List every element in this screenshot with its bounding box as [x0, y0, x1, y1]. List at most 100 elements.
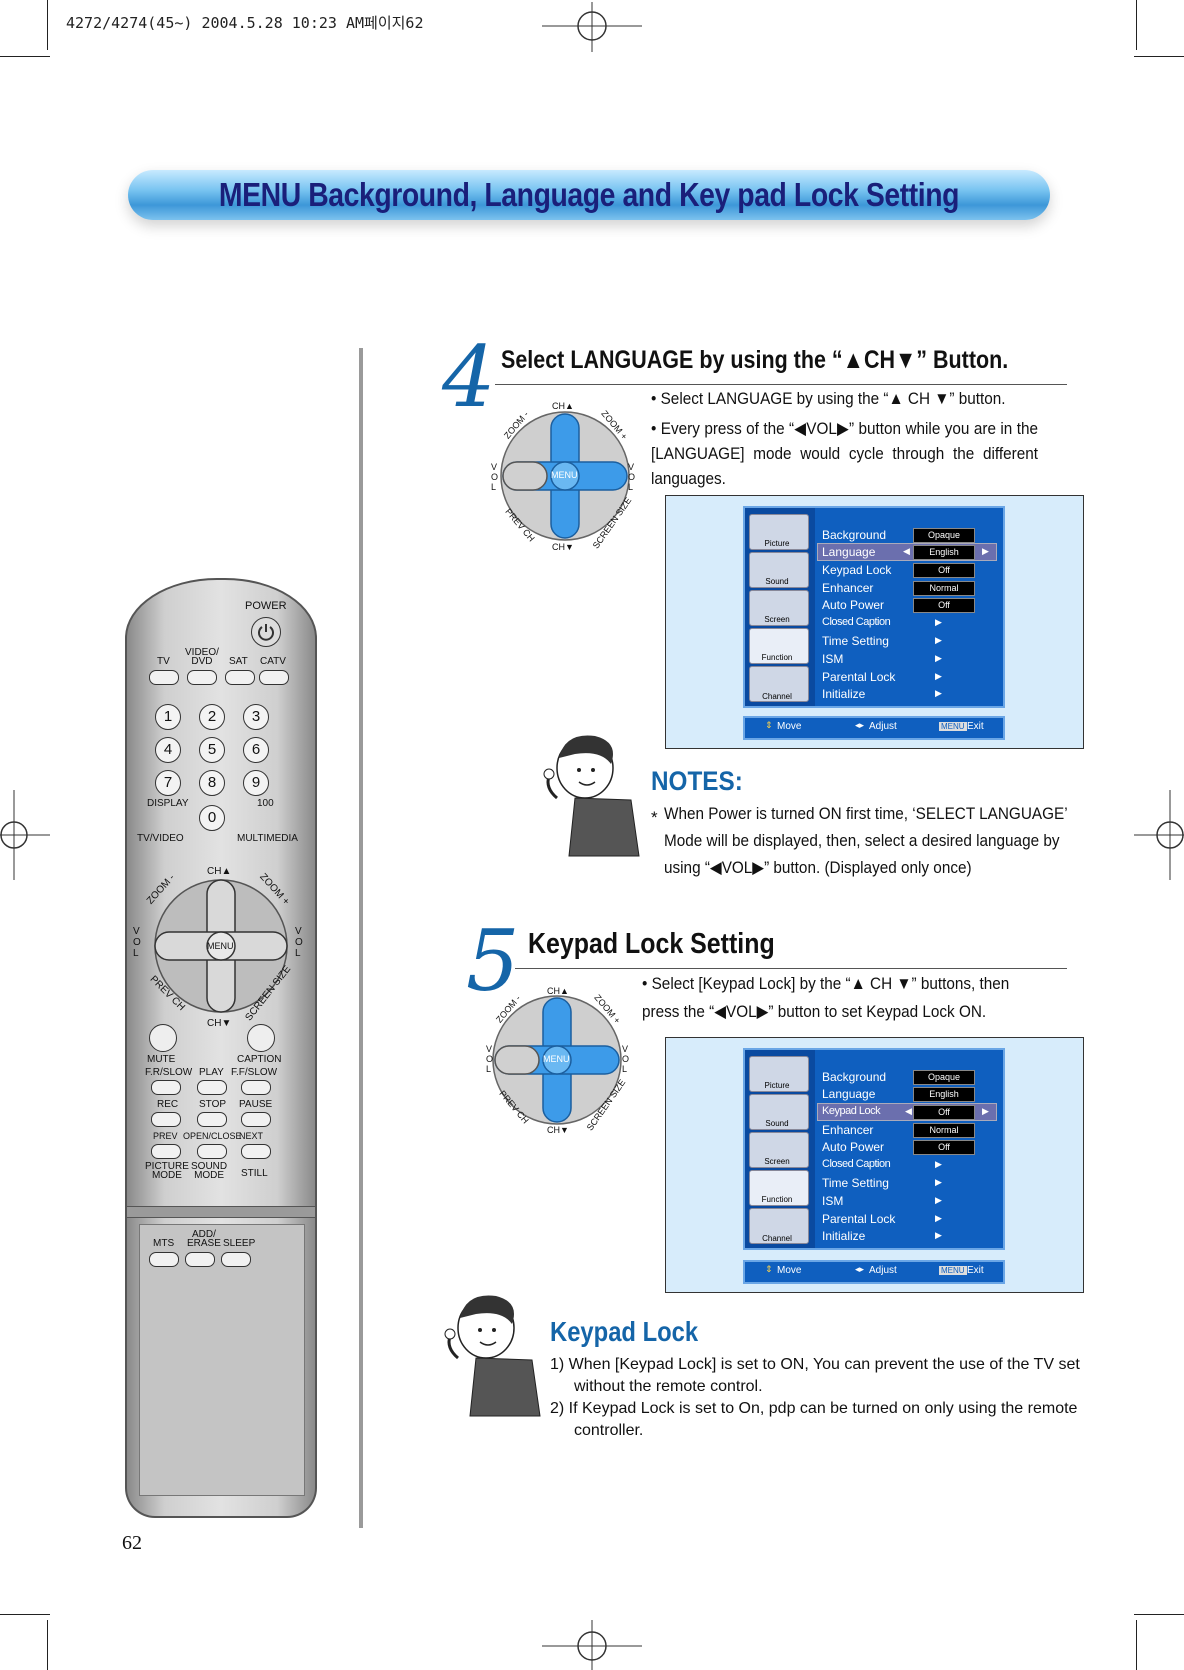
step-5-menu-footer: ⇕ Move ◂▸ Adjust MENU Exit — [743, 1260, 1005, 1284]
menu-item-time-setting[interactable]: Time Setting — [822, 634, 889, 648]
registration-mark — [542, 1620, 642, 1670]
menu-item-closed-caption[interactable]: Closed Caption — [822, 1158, 891, 1170]
arrow-right-icon: ▶ — [982, 1106, 989, 1116]
play-button[interactable] — [197, 1080, 227, 1095]
source-label-video-dvd: VIDEO/ DVD — [185, 647, 219, 667]
menu-item-keypad-lock[interactable]: Keypad Lock — [822, 1105, 881, 1117]
menu-item-keypad-lock[interactable]: Keypad Lock — [822, 563, 892, 577]
step-4-dpad-menu: MENU — [551, 470, 578, 480]
digit-1-button[interactable]: 1 — [155, 704, 181, 730]
function-icon[interactable] — [749, 1170, 809, 1206]
sound-icon[interactable] — [749, 1094, 809, 1130]
digit-7-button[interactable]: 7 — [155, 770, 181, 796]
mts-button[interactable] — [149, 1252, 179, 1267]
value-language: English — [913, 545, 975, 560]
digit-4-button[interactable]: 4 — [155, 737, 181, 763]
step-5-dpad — [492, 995, 622, 1125]
digit-2-button[interactable]: 2 — [199, 704, 225, 730]
digit-6-button[interactable]: 6 — [243, 737, 269, 763]
sat-button[interactable] — [225, 670, 255, 685]
menu-item-initialize[interactable]: Initialize — [822, 1229, 866, 1243]
menu-item-initialize[interactable]: Initialize — [822, 687, 866, 701]
menu-item-language[interactable]: Language — [822, 1087, 876, 1101]
menu-item-enhancer[interactable]: Enhancer — [822, 581, 874, 595]
remote-dpad[interactable] — [141, 866, 301, 1026]
menu-item-ism[interactable]: ISM — [822, 1194, 844, 1208]
menu-item-ism[interactable]: ISM — [822, 652, 844, 666]
step-4-bullet-1: • Select LANGUAGE by using the “▲ CH ▼” … — [651, 389, 1006, 408]
fr-slow-button[interactable] — [151, 1080, 181, 1095]
digit-0-button[interactable]: 0 — [199, 805, 225, 831]
open-close-button[interactable] — [197, 1144, 227, 1159]
menu-item-time-setting[interactable]: Time Setting — [822, 1176, 889, 1190]
step-4-menu-panel: Picture Sound Screen Function Channel Ba… — [743, 506, 1005, 708]
ff-slow-button[interactable] — [241, 1080, 271, 1095]
pause-button[interactable] — [241, 1112, 271, 1127]
footer-exit: Exit — [967, 721, 984, 732]
menu-item-background[interactable]: Background — [822, 528, 887, 542]
remote-divider — [127, 1206, 315, 1218]
menu-item-language[interactable]: Language — [822, 545, 876, 559]
digit-8-button[interactable]: 8 — [199, 770, 225, 796]
arrow-right-icon: ▶ — [935, 1213, 942, 1223]
menu-item-enhancer[interactable]: Enhancer — [822, 1123, 874, 1137]
channel-icon[interactable] — [749, 1208, 809, 1244]
sleep-button[interactable] — [221, 1252, 251, 1267]
arrow-right-icon: ▶ — [935, 1230, 942, 1240]
mute-button[interactable] — [149, 1024, 177, 1052]
rec-button[interactable] — [151, 1112, 181, 1127]
power-button[interactable] — [251, 617, 281, 647]
menu-item-auto-power[interactable]: Auto Power — [822, 598, 885, 612]
menu-item-background[interactable]: Background — [822, 1070, 887, 1084]
caption-button[interactable] — [247, 1024, 275, 1052]
source-label-catv: CATV — [260, 656, 286, 667]
digit-5-button[interactable]: 5 — [199, 737, 225, 763]
digit-9-button[interactable]: 9 — [243, 770, 269, 796]
step-5-rule — [515, 968, 1067, 969]
screen-icon[interactable] — [749, 1132, 809, 1168]
picture-icon[interactable] — [749, 514, 809, 550]
arrow-right-icon: ▶ — [935, 1195, 942, 1205]
menu-sidebar: Picture Sound Screen Function Channel — [745, 508, 815, 706]
notes-text: When Power is turned ON first time, ‘SEL… — [664, 804, 1068, 877]
tv-button[interactable] — [149, 670, 179, 685]
cartoon-character — [444, 1295, 541, 1417]
page-number: 62 — [122, 1532, 142, 1554]
step-5-dpad-ch-down: CH▼ — [547, 1125, 569, 1135]
menu-item-auto-power[interactable]: Auto Power — [822, 1140, 885, 1154]
next-button[interactable] — [241, 1144, 271, 1159]
value-enhancer: Normal — [913, 1123, 975, 1138]
step-4-heading: Select LANGUAGE by using the “▲CH▼” Butt… — [501, 346, 1009, 374]
catv-button[interactable] — [259, 670, 289, 685]
arrow-right-icon: ▶ — [935, 653, 942, 663]
step-4-menu-footer: ⇕ Move ◂▸ Adjust MENU Exit — [743, 716, 1005, 740]
video-dvd-button[interactable] — [187, 670, 217, 685]
channel-icon[interactable] — [749, 666, 809, 702]
screen-icon[interactable] — [749, 590, 809, 626]
source-label-sat: SAT — [229, 656, 248, 667]
digit-3-button[interactable]: 3 — [243, 704, 269, 730]
add-erase-button[interactable] — [185, 1252, 215, 1267]
arrow-right-icon: ◀ — [905, 1106, 912, 1116]
stop-button[interactable] — [197, 1112, 227, 1127]
notes-title: NOTES: — [651, 766, 743, 796]
crop-mark — [47, 0, 48, 50]
menu-items: Background Language Keypad Lock Enhancer… — [822, 508, 1002, 706]
function-icon[interactable] — [749, 628, 809, 664]
display-label: DISPLAY — [147, 798, 189, 809]
prev-button[interactable] — [151, 1144, 181, 1159]
picture-icon[interactable] — [749, 1056, 809, 1092]
menu-item-parental-lock[interactable]: Parental Lock — [822, 1212, 896, 1226]
footer-move: Move — [777, 1265, 802, 1276]
print-header: 4272/4274(45~) 2004.5.28 10:23 AM페이지62 — [66, 14, 424, 32]
step-4-dpad-ch-down: CH▼ — [552, 542, 574, 552]
sidebar-label-channel: Channel — [762, 692, 792, 701]
value-enhancer: Normal — [913, 581, 975, 596]
step-5-menu-frame: Picture Sound Screen Function Channel Ba… — [665, 1037, 1084, 1293]
arrow-right-icon: ▶ — [982, 546, 989, 556]
menu-item-closed-caption[interactable]: Closed Caption — [822, 616, 891, 628]
ff-slow-label: F.F/SLOW — [231, 1067, 278, 1078]
menu-item-parental-lock[interactable]: Parental Lock — [822, 670, 896, 684]
keypad-lock-item-2: 2) If Keypad Lock is set to On, pdp can … — [550, 1400, 1078, 1439]
sound-icon[interactable] — [749, 552, 809, 588]
